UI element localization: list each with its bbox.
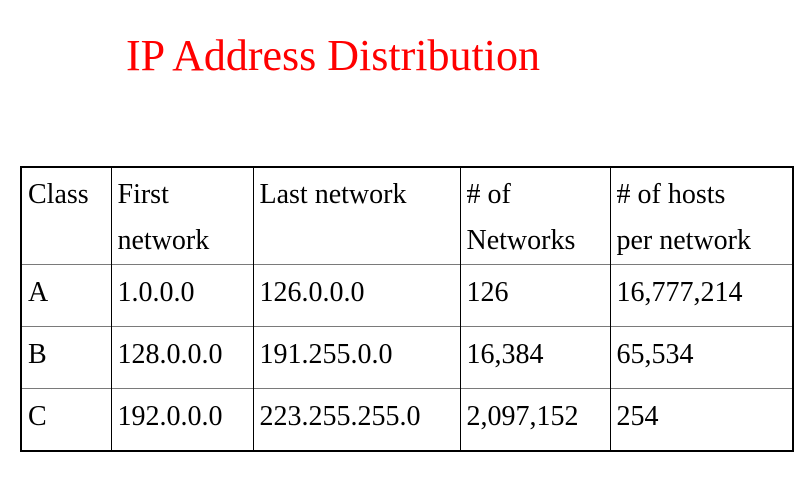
- cell-class: C: [21, 388, 111, 451]
- header-hosts-line-2: per network: [616, 225, 752, 256]
- ip-distribution-table: Class First network Last network # of Ne…: [20, 166, 794, 452]
- cell-first-network: 128.0.0.0: [110, 326, 253, 389]
- cell-hosts-per-network: 65,534: [609, 326, 793, 389]
- table-row: B 128.0.0.0 191.255.0.0 16,384 65,534: [21, 326, 793, 389]
- header-last-network-text: Last network: [259, 179, 407, 210]
- table-row: A 1.0.0.0 126.0.0.0 126 16,777,214: [21, 264, 793, 327]
- header-cell-first-network: First network: [110, 167, 253, 265]
- header-cell-num-networks: # of Networks: [459, 167, 610, 265]
- cell-class: B: [21, 326, 111, 389]
- cell-first-network: 192.0.0.0: [110, 388, 253, 451]
- cell-hosts-per-network: 16,777,214: [609, 264, 793, 327]
- header-first-network-line-2: network: [117, 225, 210, 256]
- header-first-network-line-1: First: [117, 179, 169, 210]
- cell-class: A: [21, 264, 111, 327]
- table-header-row: Class First network Last network # of Ne…: [21, 167, 793, 265]
- cell-num-networks: 2,097,152: [459, 388, 610, 451]
- header-num-networks-line-2: Networks: [466, 225, 576, 256]
- cell-num-networks: 126: [459, 264, 610, 327]
- cell-first-network: 1.0.0.0: [110, 264, 253, 327]
- cell-last-network: 126.0.0.0: [252, 264, 460, 327]
- cell-num-networks: 16,384: [459, 326, 610, 389]
- cell-last-network: 191.255.0.0: [252, 326, 460, 389]
- header-cell-class: Class: [21, 167, 111, 265]
- header-hosts-line-1: # of hosts: [616, 179, 726, 210]
- table-row: C 192.0.0.0 223.255.255.0 2,097,152 254: [21, 388, 793, 451]
- header-num-networks-line-1: # of: [466, 179, 511, 210]
- slide-title: IP Address Distribution: [126, 31, 540, 80]
- cell-hosts-per-network: 254: [609, 388, 793, 451]
- header-class-text: Class: [28, 179, 89, 210]
- header-cell-hosts-per-network: # of hosts per network: [609, 167, 793, 265]
- cell-last-network: 223.255.255.0: [252, 388, 460, 451]
- header-cell-last-network: Last network: [252, 167, 460, 265]
